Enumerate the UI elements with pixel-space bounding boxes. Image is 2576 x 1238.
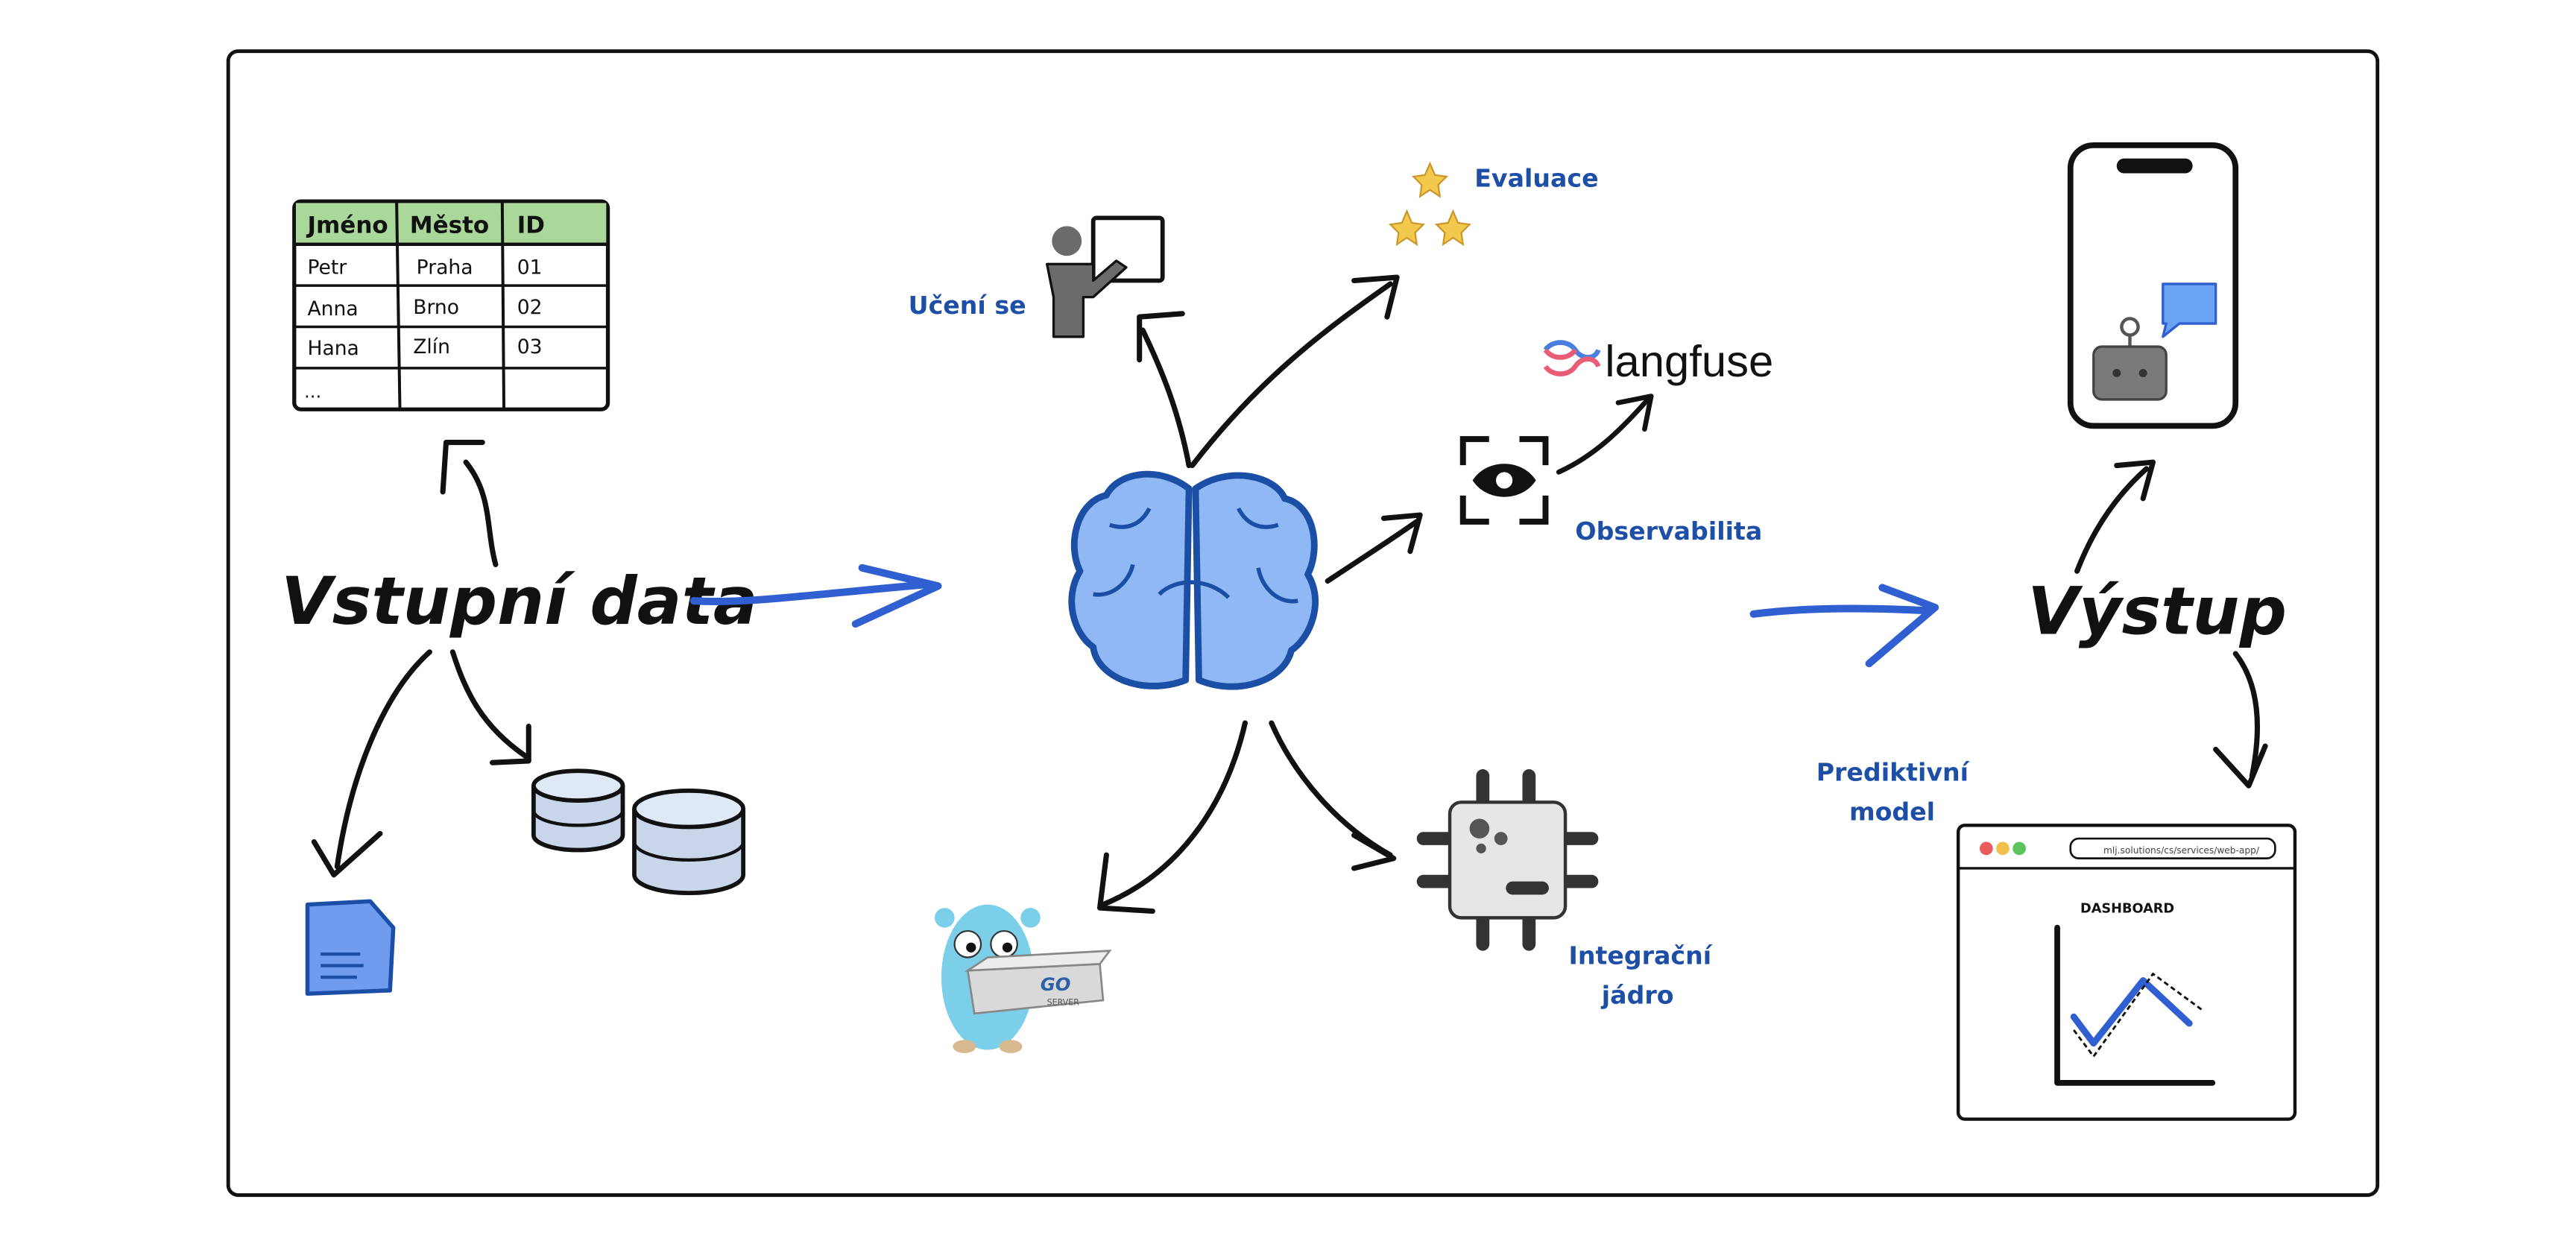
table-cell: Hana xyxy=(307,337,359,360)
table-cell: 01 xyxy=(517,256,543,280)
evaluation-label: Evaluace xyxy=(1474,163,1598,192)
arrow-to-observability xyxy=(1325,512,1423,584)
table-cell: Zlín xyxy=(413,335,450,359)
input-data-label: Vstupní data xyxy=(281,563,758,639)
observability-label: Observabilita xyxy=(1575,517,1762,546)
arrow-to-phone xyxy=(2074,459,2156,574)
learning-label: Učení se xyxy=(909,291,1026,320)
dashboard-title: DASHBOARD xyxy=(2080,902,2174,917)
gopher-icon: GO SERVER xyxy=(935,904,1112,1053)
predictive-label-line2: model xyxy=(1849,798,1935,827)
table-header-city: Město xyxy=(410,212,489,239)
eye-scan-icon xyxy=(1459,436,1549,525)
arrow-to-langfuse xyxy=(1556,394,1654,475)
robot-icon xyxy=(2092,317,2168,401)
table-cell: Brno xyxy=(413,296,459,319)
langfuse-logo: langfuse xyxy=(1543,336,1773,386)
table-icon: Jméno Město ID Petr Praha 01 Anna Brno 0… xyxy=(292,199,610,411)
table-cell: ... xyxy=(304,381,321,402)
arrow-to-document xyxy=(311,649,432,878)
arrow-to-chip xyxy=(1269,720,1397,871)
database-icon xyxy=(531,768,746,895)
table-cell: 03 xyxy=(517,335,543,359)
go-server-text: GO xyxy=(1041,973,1071,995)
arrow-to-gopher xyxy=(1096,720,1248,915)
integration-label-line2: jádro xyxy=(1600,981,1674,1010)
langfuse-wordmark: langfuse xyxy=(1605,336,1773,386)
table-header-name: Jméno xyxy=(306,212,388,239)
chip-icon xyxy=(1416,769,1599,951)
browser-icon: mlj.solutions/cs/services/web-app/ DASHB… xyxy=(1956,824,2297,1121)
brain-icon xyxy=(1068,470,1319,690)
table-header-id: ID xyxy=(517,212,545,239)
predictive-label-line1: Prediktivní xyxy=(1816,758,1970,787)
go-server-subtext: SERVER xyxy=(1047,998,1080,1008)
document-icon xyxy=(305,899,396,996)
table-cell: Praha xyxy=(417,256,473,280)
arrow-to-teacher xyxy=(1137,311,1192,469)
table-cell: 02 xyxy=(517,296,543,319)
flow-arrow-output xyxy=(1749,584,1939,668)
table-cell: Petr xyxy=(307,256,347,280)
browser-url: mlj.solutions/cs/services/web-app/ xyxy=(2103,845,2260,856)
chat-bubble-icon xyxy=(2162,282,2217,338)
output-label: Výstup xyxy=(2027,572,2287,649)
star-icon xyxy=(1388,161,1471,247)
teacher-icon xyxy=(1045,215,1165,338)
arrow-to-table xyxy=(440,439,499,567)
arrow-to-database xyxy=(449,649,531,765)
arrow-to-dashboard xyxy=(2213,651,2268,789)
table-cell: Anna xyxy=(307,297,358,320)
integration-label-line1: Integrační xyxy=(1568,941,1712,970)
phone-icon xyxy=(2067,142,2239,429)
arrow-to-evaluation xyxy=(1190,274,1400,469)
flow-arrow-input xyxy=(689,563,942,628)
line-chart-icon xyxy=(2054,924,2216,1086)
